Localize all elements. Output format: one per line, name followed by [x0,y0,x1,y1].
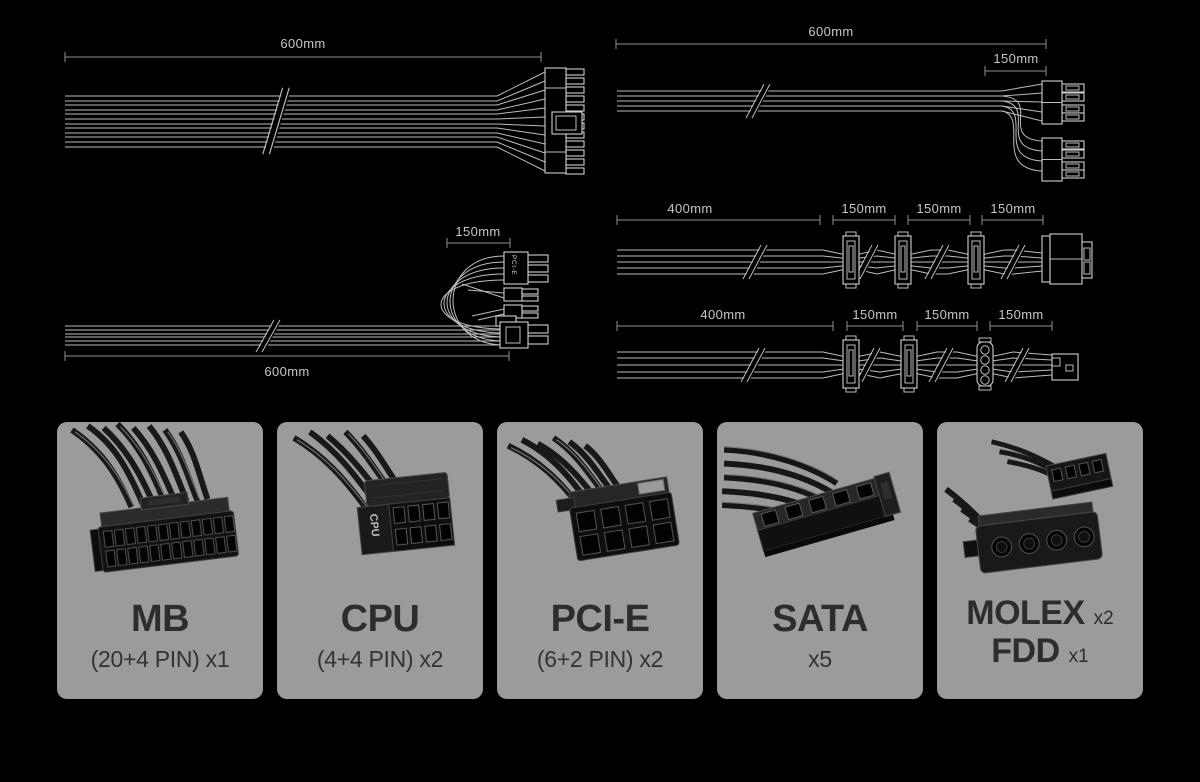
molex-dim-label-150b: 150mm [924,307,969,322]
pcie-cable-diagram: 150mm PCI-E [64,224,549,379]
card-title-sata: SATA [772,598,868,640]
pcie-dimension-600: 600mm [64,351,510,379]
pcie-plus2-connector-a [503,287,539,302]
molex-dim-label-400: 400mm [700,307,745,322]
mb-dim-label: 600mm [280,36,325,51]
molex-passthrough-connector [976,337,994,391]
sata-passthrough-connector [842,231,860,289]
sata-passthrough-connector [894,231,912,289]
pcie-6pin-connector [495,315,549,349]
sata-passthrough-connector [967,231,985,289]
sata-cable-diagram: 400mm 150mm 150mm 150mm [616,201,1093,289]
fdd-title-line: FDD x1 [991,632,1088,670]
card-sata: SATA x5 [717,422,923,699]
molex-dim-label-150c: 150mm [998,307,1043,322]
card-subtitle-sata: x5 [808,645,832,672]
pcie-connector-label: PCI-E [510,255,517,275]
molex-photo-connector [962,501,1103,574]
card-title-cpu: CPU [340,598,420,640]
pcie-dim-label-600: 600mm [264,364,309,379]
mb-dimension-600: 600mm [64,36,542,62]
card-cpu: CPU CPU (4+4 PIN) x2 [277,422,483,699]
card-molex-fdd: MOLEX x2 FDD x1 [937,422,1143,699]
cpu-dimension-150: 150mm [984,51,1047,76]
fdd-end-connector [1051,353,1079,381]
sata-dim-label-150b: 150mm [916,201,961,216]
card-subtitle-mb: (20+4 PIN) x1 [90,645,230,672]
molex-label: MOLEX [966,594,1085,632]
cpu-8pin-connector-2 [1041,137,1085,182]
sata-end-connector [1041,233,1093,285]
cpu-cable-wires [617,83,1043,172]
cpu-photo-label: CPU [367,513,381,537]
sata-dim-label-150a: 150mm [841,201,886,216]
sata-passthrough-connector [842,335,860,393]
pcie-dimension-150: 150mm [446,224,511,248]
mb-cable-diagram: 600mm [64,36,585,175]
cpu-8pin-connector-1 [1041,80,1085,125]
card-title-pcie: PCI-E [550,598,650,640]
mb-24pin-connector [544,67,585,175]
cable-break-mark [261,86,293,156]
pcie-cable-wires [65,255,505,346]
molex-fdd-connector-photo [944,439,1114,574]
sata-photo-connector [752,471,902,558]
sata-dim-label-400: 400mm [667,201,712,216]
molex-fdd-cable-diagram: 400mm 150mm 150mm 150mm [616,307,1079,393]
fdd-qty: x1 [1068,646,1089,668]
pcie-dim-label-150: 150mm [455,224,500,239]
fdd-label: FDD [991,632,1060,671]
cpu-dim-label-150: 150mm [993,51,1038,66]
cpu-connector-photo: CPU [292,429,456,556]
sata-passthrough-connector [900,335,918,393]
molex-dim-label-150a: 150mm [852,307,897,322]
cable-diagrams: 600mm [64,24,1093,393]
card-title-mb: MB [130,598,190,640]
cpu-cable-diagram: 600mm 150mm [615,24,1085,182]
card-pcie: PCI-E (6+2 PIN) x2 [497,422,703,699]
sata-dim-label-150c: 150mm [990,201,1035,216]
mb-photo-wire-highlights [74,426,201,506]
cpu-dim-label-600: 600mm [808,24,853,39]
fdd-photo-connector [1045,452,1114,500]
mb-cable-wires [65,71,546,172]
mb-connector-photo [70,422,239,573]
card-subtitle-pcie: (6+2 PIN) x2 [536,645,664,672]
molex-cable-wires [617,351,1053,379]
card-mb: MB (20+4 PIN) x1 [57,422,263,699]
molex-dimensions: 400mm 150mm 150mm 150mm [616,307,1053,331]
cable-break-mark [255,319,283,353]
sata-connector-photo [721,446,902,558]
connector-cards: MB (20+4 PIN) x1 CPU [57,422,1143,699]
cpu-photo-connector: CPU [356,472,456,556]
pcie-photo-connector [555,476,680,562]
cpu-dimension-600: 600mm [615,24,1047,49]
mb-photo-connector [89,491,239,573]
pcie-connector-photo [506,435,680,562]
molex-qty: x2 [1093,608,1114,629]
molex-title-line: MOLEX x2 [966,594,1113,632]
card-titles-molex-fdd: MOLEX x2 FDD x1 [966,594,1113,670]
pcie-connector-labeled: PCI-E [503,251,549,285]
card-subtitle-cpu: (4+4 PIN) x2 [316,645,444,672]
sata-dimensions: 400mm 150mm 150mm 150mm [616,201,1044,225]
